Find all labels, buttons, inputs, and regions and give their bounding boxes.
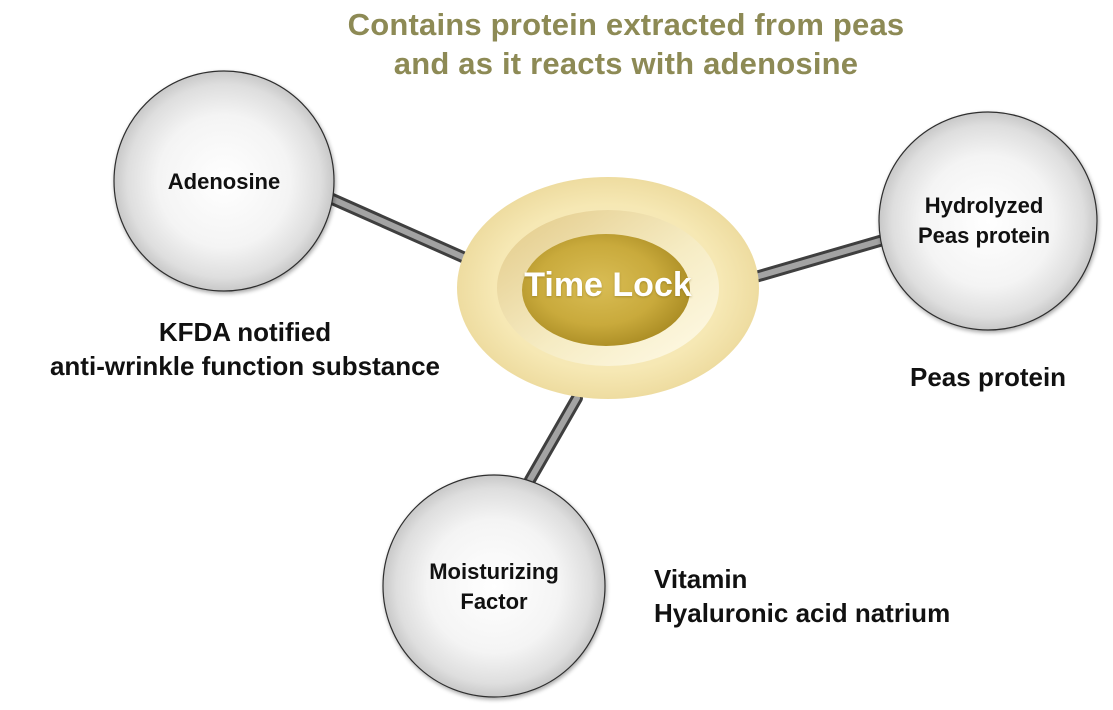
note-adenosine: KFDA notified anti-wrinkle function subs… [20,315,470,383]
note-adenosine-line2: anti-wrinkle function substance [49,351,441,381]
node-label-moisture-line2: Factor [460,589,528,614]
sphere-moisturizing-factor [382,474,606,698]
note-peas: Peas protein [910,360,1110,394]
node-label-adenosine-text: Adenosine [167,169,281,194]
sphere-peas-protein [878,111,1098,331]
node-label-peas-line1: Hydrolyzed [924,193,1044,218]
sphere-adenosine [113,70,335,292]
note-peas-line1: Peas protein [910,362,1067,392]
time-lock-disc [457,177,759,399]
node-label-peas-protein: Hydrolyzed Peas protein [874,191,1094,251]
connector-peas [746,232,896,284]
note-moisture: Vitamin Hyaluronic acid natrium [654,562,1054,630]
node-label-moisture-line1: Moisturizing [429,559,559,584]
center-label: Time Lock [524,266,692,304]
note-moisture-line2: Hyaluronic acid natrium [654,598,951,628]
connector-moisture [524,392,583,486]
node-label-peas-line2: Peas protein [917,223,1051,248]
note-adenosine-line1: KFDA notified [158,317,332,347]
title-line-2: and as it reacts with adenosine [393,46,859,81]
title-line-1: Contains protein extracted from peas [347,7,905,42]
note-moisture-line1: Vitamin [654,564,748,594]
connector-adenosine [324,192,480,268]
node-label-moisturizing-factor: Moisturizing Factor [383,557,605,617]
node-label-adenosine: Adenosine [114,167,334,197]
